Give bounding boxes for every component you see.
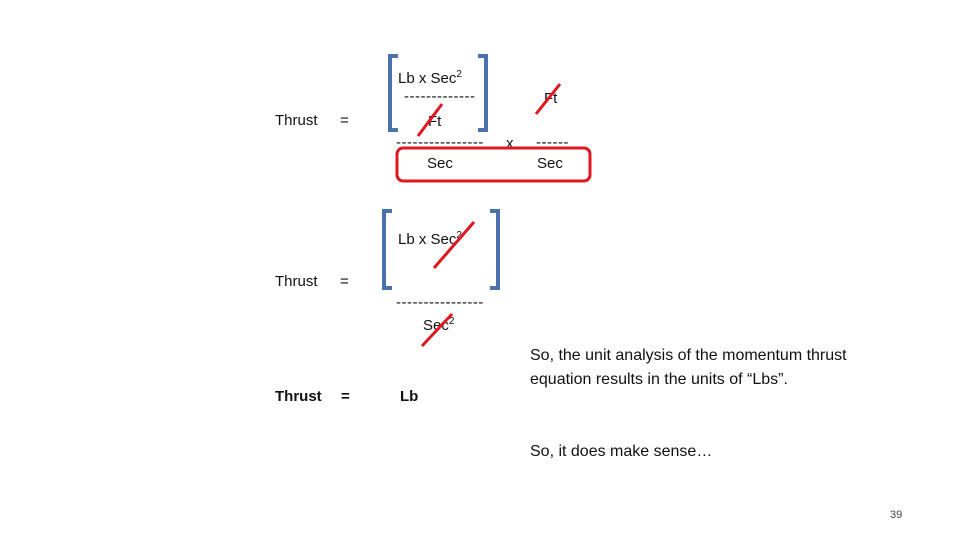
highlight-box <box>395 146 592 183</box>
sense-text: So, it does make sense… <box>530 443 713 460</box>
eq1-denominator: Sec <box>427 155 453 172</box>
strike-ft-inner <box>416 103 444 137</box>
eq2-numerator: Lb x Sec2 <box>398 230 462 248</box>
eq2-denominator: Sec2 <box>423 316 455 334</box>
eq3-result: Lb <box>400 388 419 405</box>
eq1-right-fraction-bar: ------ <box>536 134 569 151</box>
eq1-right-bracket <box>478 54 488 132</box>
eq2-left-bracket <box>382 209 392 290</box>
eq1-right-numerator: Ft <box>544 90 558 107</box>
page-number: 39 <box>890 509 903 521</box>
eq1-inner-fraction-bar: ------------- <box>404 88 476 105</box>
strike-sec-squared-bottom <box>420 312 454 348</box>
strike-ft-right <box>534 83 562 115</box>
eq1-right-denominator: Sec <box>537 155 563 172</box>
eq1-numerator-numerator: Lb x Sec2 <box>398 69 462 87</box>
eq1-equals: = <box>340 112 349 129</box>
eq2-fraction-bar: ---------------- <box>396 294 484 311</box>
strike-sec-squared-top <box>432 221 476 269</box>
eq2-lhs: Thrust <box>275 273 318 290</box>
eq2-equals: = <box>340 273 349 290</box>
eq2-right-bracket <box>490 209 500 290</box>
eq1-left-bracket <box>388 54 398 132</box>
conclusion-text: So, the unit analysis of the momentum th… <box>530 347 847 388</box>
eq1-lhs: Thrust <box>275 112 318 129</box>
eq3-lhs: Thrust <box>275 388 322 405</box>
eq1-main-fraction-bar: ---------------- <box>396 134 484 151</box>
eq3-equals: = <box>341 388 350 405</box>
eq1-times: x <box>506 135 514 152</box>
